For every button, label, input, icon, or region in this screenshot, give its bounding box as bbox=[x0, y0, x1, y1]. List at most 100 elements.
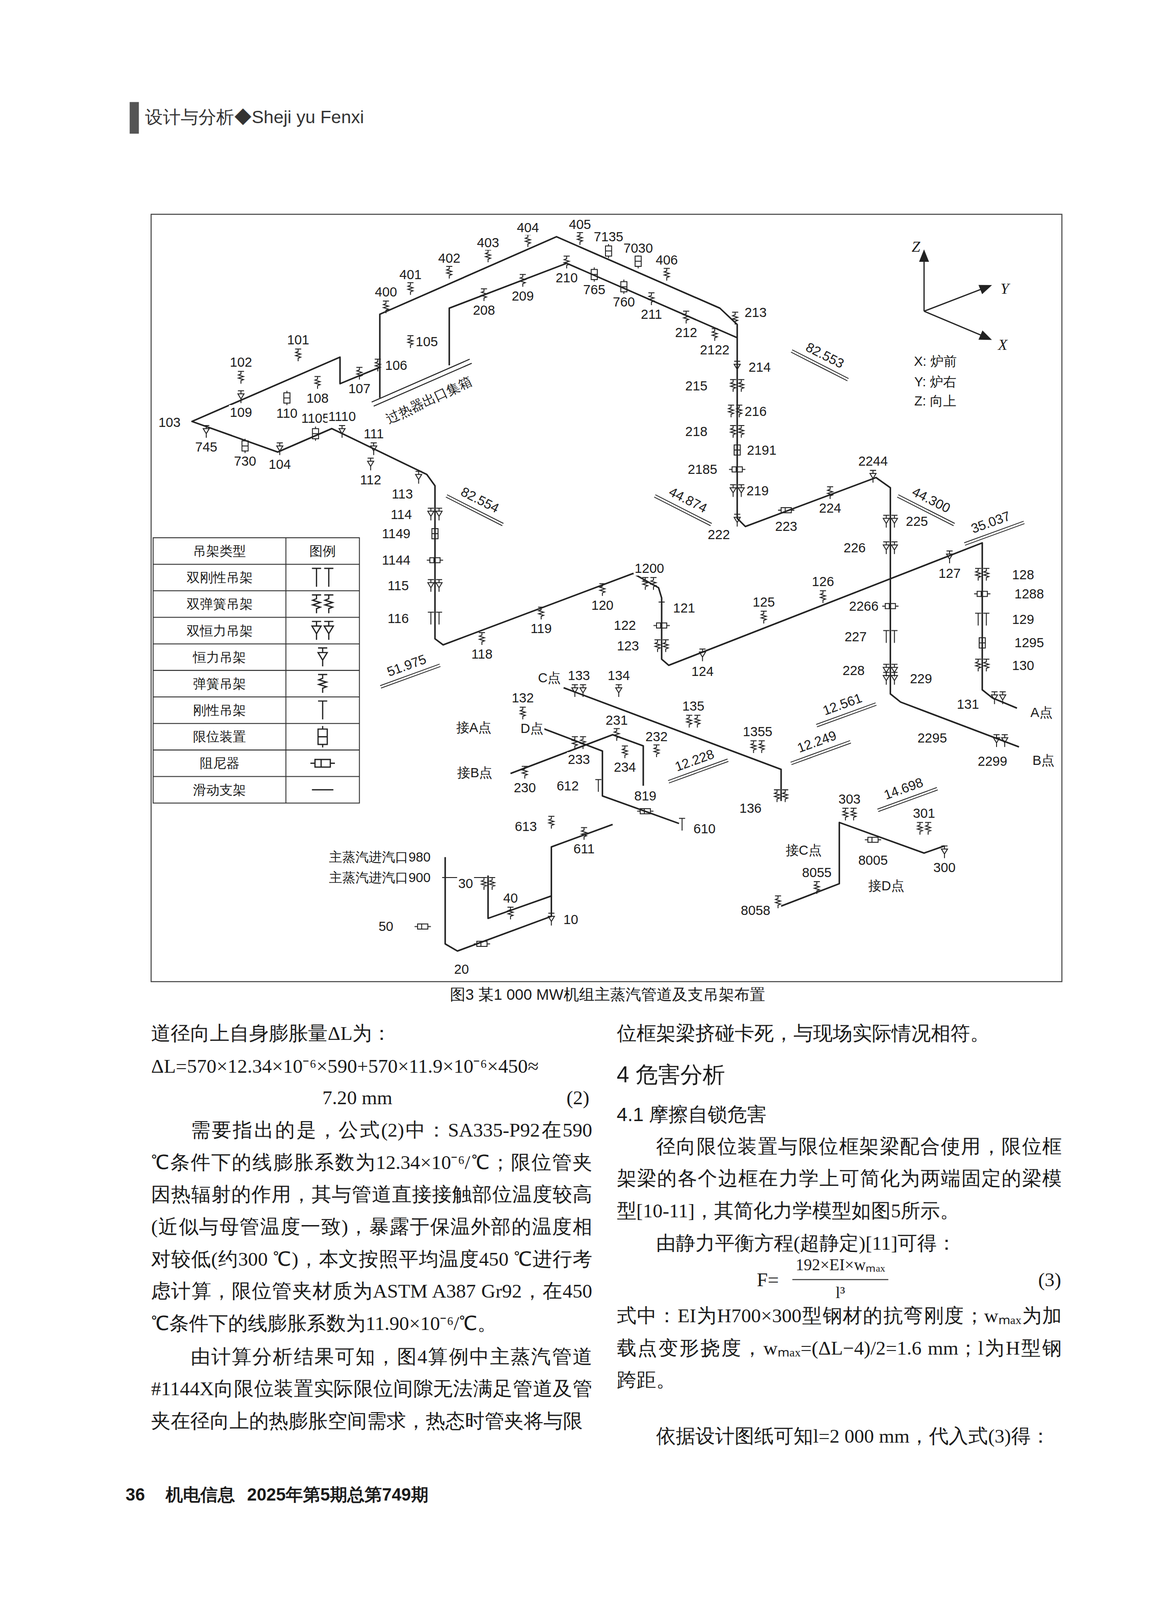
hanger-symbol bbox=[485, 250, 491, 263]
hanger-symbol bbox=[683, 311, 690, 324]
dimension-label: 35.037 bbox=[967, 508, 1013, 538]
hanger-symbol bbox=[883, 672, 898, 685]
hanger-symbol bbox=[478, 632, 485, 646]
callout-number: 611 bbox=[572, 841, 596, 857]
callout-number: 612 bbox=[555, 778, 580, 794]
callout-number: 211 bbox=[639, 307, 663, 322]
callout-number: 1288 bbox=[1013, 586, 1045, 602]
hanger-symbol bbox=[548, 913, 555, 926]
hanger-symbol bbox=[842, 808, 857, 821]
axis-label: Z bbox=[910, 238, 922, 256]
hanger-symbol bbox=[367, 458, 374, 471]
support-symbols bbox=[203, 232, 1008, 947]
hanger-symbol bbox=[480, 877, 496, 891]
callout-number: 2122 bbox=[699, 342, 731, 358]
hanger-symbol bbox=[428, 579, 443, 593]
dimension-label: 14.698 bbox=[881, 774, 926, 804]
formula-text: 7.20 mm bbox=[322, 1086, 393, 1110]
hanger-symbol bbox=[729, 467, 746, 473]
hanger-symbol bbox=[613, 728, 620, 742]
hanger-symbol bbox=[203, 425, 209, 439]
diagram-text: 过热器出口集箱 bbox=[382, 373, 475, 427]
callout-number: 1110 bbox=[327, 409, 357, 424]
callout-number: 111 bbox=[362, 426, 385, 442]
hanger-symbol bbox=[731, 312, 738, 325]
callout-number: 132 bbox=[510, 690, 535, 706]
hanger-symbol bbox=[648, 292, 655, 306]
hanger-symbol bbox=[473, 941, 491, 947]
callout-number: 110 bbox=[275, 406, 299, 421]
hanger-symbol bbox=[621, 279, 627, 294]
callout-number: 209 bbox=[510, 288, 535, 304]
legend-symbol bbox=[318, 726, 328, 748]
callout-number: 104 bbox=[267, 457, 293, 472]
callout-number: 2244 bbox=[857, 454, 889, 469]
pipe-line bbox=[445, 824, 613, 952]
diagram-text: C点 bbox=[537, 670, 562, 686]
legend-symbol bbox=[318, 674, 328, 694]
callout-number: 228 bbox=[841, 663, 866, 679]
hanger-symbol bbox=[819, 590, 826, 604]
callout-number: 301 bbox=[912, 806, 937, 821]
diagram-text: 接D点 bbox=[867, 878, 906, 894]
callout-number: 765 bbox=[582, 282, 607, 298]
callout-number: 216 bbox=[743, 404, 768, 419]
callout-number: 1355 bbox=[741, 724, 774, 740]
dimension-label: 51.975 bbox=[383, 651, 429, 680]
hanger-symbol bbox=[241, 438, 248, 454]
hanger-symbol bbox=[730, 425, 745, 439]
footer-text: 2025年第5期总第749期 bbox=[247, 1485, 429, 1506]
hanger-symbol bbox=[678, 818, 685, 831]
callout-number: 7135 bbox=[592, 229, 625, 245]
legend-text: 恒力吊架 bbox=[192, 650, 247, 665]
hanger-symbol bbox=[415, 471, 422, 485]
hanger-symbol bbox=[283, 391, 290, 406]
callout-number: 10 bbox=[562, 912, 580, 928]
body-text: 4 危害分析 bbox=[616, 1060, 1063, 1090]
callout-number: 218 bbox=[684, 424, 709, 439]
callout-number: 2191 bbox=[746, 443, 778, 458]
body-text: 径向限位装置与限位框架梁配合使用，限位框架梁的各个边框在力学上可简化为两端固定的… bbox=[616, 1131, 1063, 1228]
callout-number: 131 bbox=[955, 697, 981, 712]
hanger-symbol bbox=[571, 684, 586, 698]
hanger-symbol bbox=[663, 268, 670, 281]
hanger-symbol bbox=[979, 636, 986, 651]
hanger-symbol bbox=[727, 405, 742, 418]
legend-symbol bbox=[310, 759, 335, 768]
callout-number: 107 bbox=[347, 381, 372, 397]
callout-number: 8005 bbox=[857, 853, 889, 868]
body-text: 式中：EI为H700×300型钢材的抗弯刚度；wₘₐₓ为加载点变形挠度，wₘₐₓ… bbox=[616, 1300, 1063, 1398]
hanger-symbol bbox=[864, 837, 882, 843]
callout-number: 208 bbox=[471, 302, 496, 318]
legend-text: 双刚性吊架 bbox=[185, 570, 254, 585]
hanger-symbol bbox=[312, 426, 319, 441]
hanger-symbol bbox=[576, 232, 583, 246]
hanger-symbol bbox=[548, 816, 555, 830]
hanger-symbol bbox=[827, 486, 834, 500]
hanger-symbol bbox=[975, 613, 990, 627]
callout-number: 119 bbox=[529, 621, 553, 637]
body-text: 依据设计图纸可知l=2 000 mm，代入式(3)得： bbox=[616, 1420, 1063, 1454]
callout-number: 130 bbox=[1011, 658, 1036, 674]
footer-text: ΔL=570×12.34×10⁻⁶×590+570×11.9×10⁻⁶×450≈ bbox=[151, 1055, 539, 1079]
callout-number: 1149 bbox=[381, 526, 412, 542]
callout-number: 610 bbox=[692, 821, 717, 837]
callout-number: 230 bbox=[512, 780, 538, 796]
callout-number: 123 bbox=[615, 638, 641, 654]
hanger-symbol bbox=[813, 882, 820, 895]
body-text: 由计算分析结果可知，图4算例中主蒸汽管道#1144X向限位装置实际限位间隙无法满… bbox=[151, 1341, 593, 1439]
hanger-symbol bbox=[686, 715, 701, 728]
callout-number: 2266 bbox=[848, 599, 880, 614]
axis-label: X bbox=[996, 336, 1009, 354]
hanger-symbol bbox=[730, 485, 745, 498]
callout-number: 102 bbox=[229, 354, 254, 370]
callout-number: 233 bbox=[567, 752, 592, 768]
callout-number: 2185 bbox=[686, 462, 719, 477]
callout-number: 212 bbox=[673, 325, 699, 340]
callout-number: 105 bbox=[414, 334, 439, 350]
callout-number: 613 bbox=[513, 819, 538, 835]
hanger-symbol bbox=[580, 827, 587, 841]
hanger-symbol bbox=[237, 371, 244, 384]
axis-arrows bbox=[919, 250, 991, 340]
hanger-symbol bbox=[882, 603, 899, 609]
